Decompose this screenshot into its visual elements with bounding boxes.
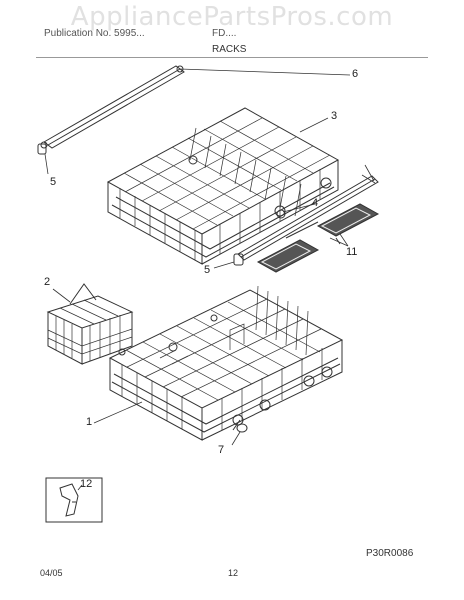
lower-rack-part-1 [108, 285, 344, 441]
header-rule [36, 57, 428, 58]
section-title: RACKS [212, 44, 247, 55]
end-cap-part-5-upper [37, 143, 47, 155]
model-number: FD.... [212, 28, 237, 39]
callout-11: 11 [346, 246, 358, 258]
callout-12: 12 [80, 478, 93, 490]
rail-part-6 [40, 65, 185, 149]
watermark: AppliancePartsPros.com [70, 2, 394, 32]
callout-3: 3 [331, 110, 338, 122]
publication-number: Publication No. 5995... [44, 28, 145, 39]
callout-1: 1 [86, 416, 93, 428]
publication-date: 04/05 [40, 568, 63, 578]
callout-5-upper: 5 [50, 176, 57, 188]
rail-part-6-lower [237, 175, 379, 261]
callout-7: 7 [218, 444, 225, 456]
callout-4: 4 [312, 197, 319, 209]
clip-inset-part-12 [45, 477, 103, 523]
wheel-part-4 [276, 209, 286, 219]
upper-rack-part-3 [106, 107, 340, 265]
silverware-basket-part-2 [46, 283, 134, 365]
callout-5-lower: 5 [204, 264, 211, 276]
page-number: 12 [228, 568, 239, 578]
diagram-code: P30R0086 [366, 548, 414, 559]
shelf-bracket-part-11 [256, 203, 380, 273]
callout-2: 2 [44, 276, 51, 288]
callout-6: 6 [352, 68, 359, 80]
end-cap-part-5-lower [233, 253, 244, 266]
wheel-part-7 [232, 366, 333, 433]
